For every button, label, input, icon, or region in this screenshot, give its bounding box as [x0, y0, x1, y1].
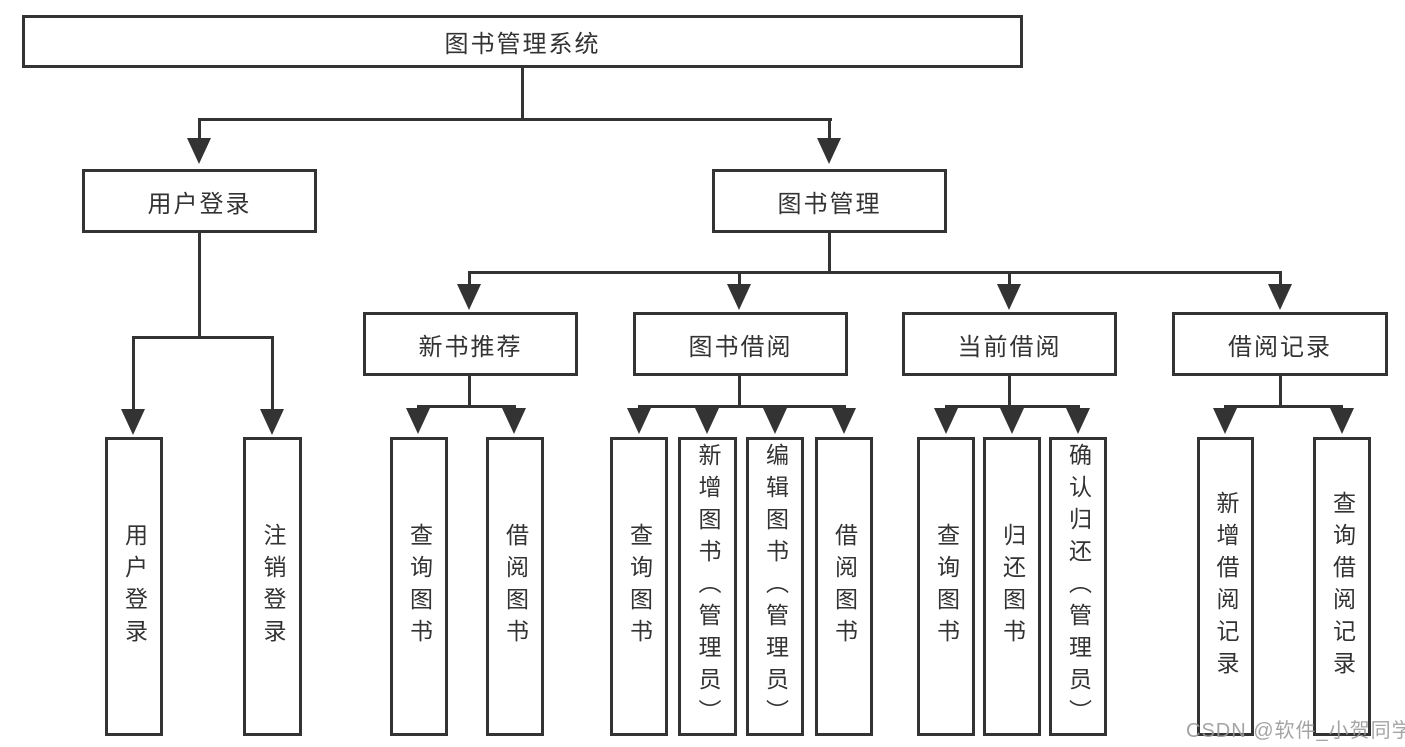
connector-root-hline — [198, 118, 832, 121]
connector-book-mgmt-stem — [828, 233, 831, 273]
arrowhead-book-borrowing — [727, 284, 751, 310]
arrowhead-leaf-logout — [260, 409, 284, 435]
arrowhead-borrowing-records — [1268, 284, 1292, 310]
arrowhead-current-borrowing — [997, 284, 1021, 310]
connector-user-login-shaft-1 — [132, 336, 135, 412]
connector-newbooks-stem — [468, 376, 471, 407]
connector-currentborrow-hline — [945, 405, 1080, 408]
connector-user-login-shaft-2 — [271, 336, 274, 412]
arrowhead-nb-borrow — [502, 408, 526, 434]
connector-l3-shaft-4 — [1279, 271, 1282, 287]
leaf-cb-return-book: 归还图书 — [983, 437, 1041, 736]
leaf-bb-add-book-admin: 新增图书（管理员） — [678, 437, 737, 736]
arrowhead-bb-borrow — [832, 408, 856, 434]
arrowhead-cb-return — [1000, 408, 1024, 434]
node-book-management: 图书管理 — [712, 169, 947, 233]
arrowhead-book-management — [817, 138, 841, 164]
node-current-borrowing: 当前借阅 — [902, 312, 1117, 376]
arrowhead-new-book-recommendation — [457, 284, 481, 310]
leaf-bb-borrow-books: 借阅图书 — [815, 437, 873, 736]
connector-currentborrow-stem — [1008, 376, 1011, 407]
arrowhead-br-add — [1213, 408, 1237, 434]
leaf-cb-query-books: 查询图书 — [917, 437, 975, 736]
node-new-book-recommendation: 新书推荐 — [363, 312, 578, 376]
leaf-cb-confirm-return-admin: 确认归还（管理员） — [1049, 437, 1107, 736]
leaf-logout: 注销登录 — [243, 437, 302, 736]
leaf-bb-edit-book-admin: 编辑图书（管理员） — [746, 437, 804, 736]
connector-records-hline — [1224, 405, 1343, 408]
arrowhead-br-query — [1330, 408, 1354, 434]
connector-bookborrow-hline — [638, 405, 846, 408]
arrowhead-nb-query — [406, 408, 430, 434]
node-library-management-system: 图书管理系统 — [22, 15, 1023, 68]
connector-root-left-shaft — [198, 118, 201, 142]
node-user-login: 用户登录 — [82, 169, 317, 233]
node-book-borrowing: 图书借阅 — [633, 312, 848, 376]
connector-records-stem — [1279, 376, 1282, 407]
leaf-nb-borrow-books: 借阅图书 — [486, 437, 544, 736]
arrowhead-cb-confirm — [1066, 408, 1090, 434]
arrowhead-bb-query — [627, 408, 651, 434]
connector-bookborrow-stem — [738, 376, 741, 407]
connector-user-login-stem — [198, 233, 201, 338]
leaf-br-query-record: 查询借阅记录 — [1313, 437, 1371, 736]
connector-root-stem — [521, 68, 524, 120]
connector-newbooks-hline — [417, 405, 516, 408]
leaf-nb-query-books: 查询图书 — [390, 437, 448, 736]
leaf-user-login: 用户登录 — [105, 437, 163, 736]
leaf-bb-query-books: 查询图书 — [610, 437, 668, 736]
arrowhead-cb-query — [934, 408, 958, 434]
connector-l3-shaft-3 — [1008, 271, 1011, 287]
watermark-csdn: CSDN @软件_小贺同学 — [1186, 720, 1405, 742]
arrowhead-leaf-user-login — [121, 409, 145, 435]
arrowhead-bb-add — [695, 408, 719, 434]
connector-user-login-hline — [132, 336, 274, 339]
connector-book-mgmt-hline — [468, 271, 1282, 274]
node-borrowing-records: 借阅记录 — [1172, 312, 1388, 376]
arrowhead-user-login — [187, 138, 211, 164]
connector-l3-shaft-1 — [468, 271, 471, 287]
leaf-br-add-record: 新增借阅记录 — [1197, 437, 1254, 736]
connector-l3-shaft-2 — [738, 271, 741, 287]
connector-root-right-shaft — [828, 118, 831, 142]
arrowhead-bb-edit — [763, 408, 787, 434]
